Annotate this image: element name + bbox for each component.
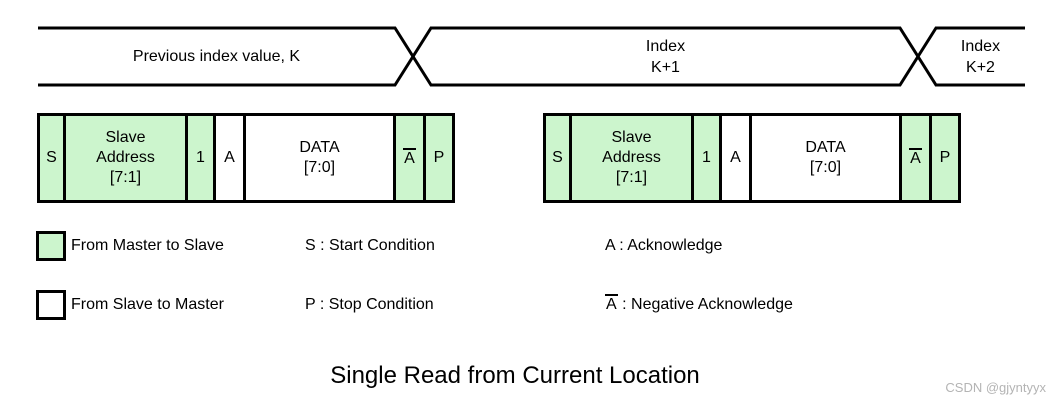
packet-cell-a: A xyxy=(722,116,752,200)
nack-symbol: A xyxy=(605,294,618,313)
packet-cell-na: A xyxy=(902,116,932,200)
packet-cell-s: S xyxy=(546,116,572,200)
index-bus-lines xyxy=(38,26,1025,87)
packet-cell-data: DATA [7:0] xyxy=(246,116,396,200)
bus-segment-label-previous-k: Previous index value, K xyxy=(132,48,301,65)
packet-cell-addr: Slave Address [7:1] xyxy=(572,116,694,200)
legend-slave-label: From Slave to Master xyxy=(71,296,224,313)
legend-acknowledge: A : Acknowledge xyxy=(605,237,723,254)
legend-slave-swatch xyxy=(36,290,66,320)
bus-segment-label-k-plus-2: Index K+2 xyxy=(960,37,1001,76)
packet-cell-addr: Slave Address [7:1] xyxy=(66,116,188,200)
legend-stop-condition: P : Stop Condition xyxy=(305,296,434,313)
watermark: CSDN @gjyntyyx xyxy=(945,380,1046,395)
bus-segment-label-k-plus-1: Index K+1 xyxy=(645,37,686,76)
packet-cell-one: 1 xyxy=(694,116,722,200)
packet-cell-s: S xyxy=(40,116,66,200)
legend-master-swatch xyxy=(36,231,66,261)
packet-cell-data: DATA [7:0] xyxy=(752,116,902,200)
packet-cell-a: A xyxy=(216,116,246,200)
legend-negative-acknowledge: A : Negative Acknowledge xyxy=(605,290,793,320)
packet-cell-one: 1 xyxy=(188,116,216,200)
legend-start-condition: S : Start Condition xyxy=(305,237,435,254)
packet-cell-p: P xyxy=(932,116,958,200)
diagram-title: Single Read from Current Location xyxy=(330,362,700,389)
nack-text: : Negative Acknowledge xyxy=(617,296,793,313)
bus-line-top xyxy=(38,26,1025,87)
bus-line-bottom xyxy=(38,26,1025,87)
legend-master-label: From Master to Slave xyxy=(71,237,224,254)
packet-cell-p: P xyxy=(426,116,452,200)
packet-cell-na: A xyxy=(396,116,426,200)
